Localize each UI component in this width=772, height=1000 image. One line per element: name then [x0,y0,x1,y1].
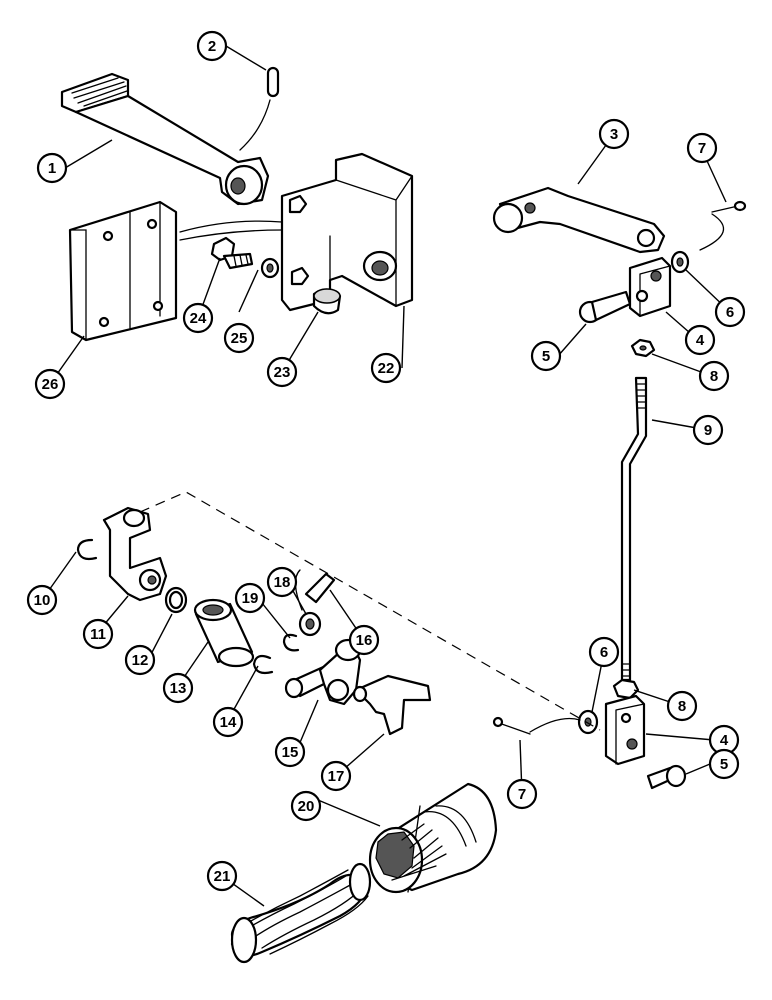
part-9-rod [620,376,648,682]
part-5-pin-bottom [646,764,687,790]
callout-label: 14 [220,714,237,731]
callout-20: 20 [290,790,322,822]
part-8-nut-top [630,338,656,358]
callout-label: 6 [726,304,734,321]
callout-8-top: 8 [698,360,730,392]
part-3-arm [492,186,666,254]
part-18-washer [294,569,322,637]
part-6-washer-bottom [577,709,599,735]
callout-7-bottom: 7 [506,778,538,810]
callout-label: 19 [242,590,259,607]
callout-6-bottom: 6 [588,636,620,668]
callout-label: 5 [720,756,728,773]
callout-label: 24 [190,310,207,327]
callout-label: 16 [356,632,373,649]
part-5-pin-top [578,290,632,324]
callout-label: 11 [90,626,106,643]
callout-17: 17 [320,760,352,792]
callout-label: 13 [170,680,187,697]
part-11-bracket-arm [102,506,168,602]
callout-label: 8 [710,368,718,385]
part-15-shaft [284,638,362,706]
callout-14: 14 [212,706,244,738]
part-13-sleeve [193,598,255,668]
callout-19: 19 [234,582,266,614]
callout-18: 18 [266,566,298,598]
callout-24: 24 [182,302,214,334]
part-21-spring [230,862,372,964]
callout-10: 10 [26,584,58,616]
callout-9: 9 [692,414,724,446]
callout-5-bottom: 5 [708,748,740,780]
callout-label: 7 [698,140,706,157]
callout-label: 3 [610,126,618,143]
callout-11: 11 [82,618,114,650]
callout-label: 22 [378,360,395,377]
callout-15: 15 [274,736,306,768]
callout-label: 25 [231,330,248,347]
part-7-cotter-pin-bottom [492,716,581,735]
part-16-pin [304,572,336,604]
callout-4-bottom: 4 [708,724,740,756]
part-10-circlip [76,538,98,561]
callout-26: 26 [34,368,66,400]
callout-label: 17 [328,768,345,785]
callout-label: 21 [214,868,231,885]
part-22-bracket [280,152,414,312]
part-24-bolt [210,236,254,270]
part-20-splined-sleeve [368,782,498,894]
callout-label: 12 [132,652,149,669]
part-23-bushing [312,288,342,315]
callout-label: 15 [282,744,299,761]
callout-label: 1 [48,160,56,177]
callout-label: 4 [696,332,705,349]
part-4-clevis-top [628,256,672,318]
callout-label: 4 [720,732,729,749]
part-14-circlip [252,654,274,675]
part-4-clevis-bottom [604,694,646,766]
callout-label: 7 [518,786,526,803]
callout-25: 25 [223,322,255,354]
callout-16: 16 [348,624,380,656]
callout-label: 10 [34,592,51,609]
callout-23: 23 [266,356,298,388]
callout-22: 22 [370,352,402,384]
part-26-block [68,200,283,342]
callout-3: 3 [598,118,630,150]
callout-7-top: 7 [686,132,718,164]
callout-21: 21 [206,860,238,892]
part-12-ring [164,586,188,614]
callout-label: 5 [542,348,550,365]
part-1-pedal [60,72,270,206]
callout-label: 20 [298,798,315,815]
callout-5-top: 5 [530,340,562,372]
callout-label: 2 [208,38,216,55]
part-25-washer [260,257,280,279]
part-19-circlip [282,633,300,652]
callout-13: 13 [162,672,194,704]
callout-6-top: 6 [714,296,746,328]
callout-label: 8 [678,698,686,715]
callout-label: 9 [704,422,712,439]
part-7-cotter-pin-top [699,200,747,251]
part-8-nut-bottom [612,678,640,700]
callout-2: 2 [196,30,228,62]
callout-label: 26 [42,376,59,393]
callout-12: 12 [124,644,156,676]
part-17-fork [352,674,432,736]
callout-4-top: 4 [684,324,716,356]
callout-1: 1 [36,152,68,184]
part-2-pin [239,66,280,151]
part-6-washer-top [670,250,690,274]
callout-label: 6 [600,644,608,661]
callout-label: 18 [274,574,291,591]
callout-8-bottom: 8 [666,690,698,722]
callout-label: 23 [274,364,291,381]
